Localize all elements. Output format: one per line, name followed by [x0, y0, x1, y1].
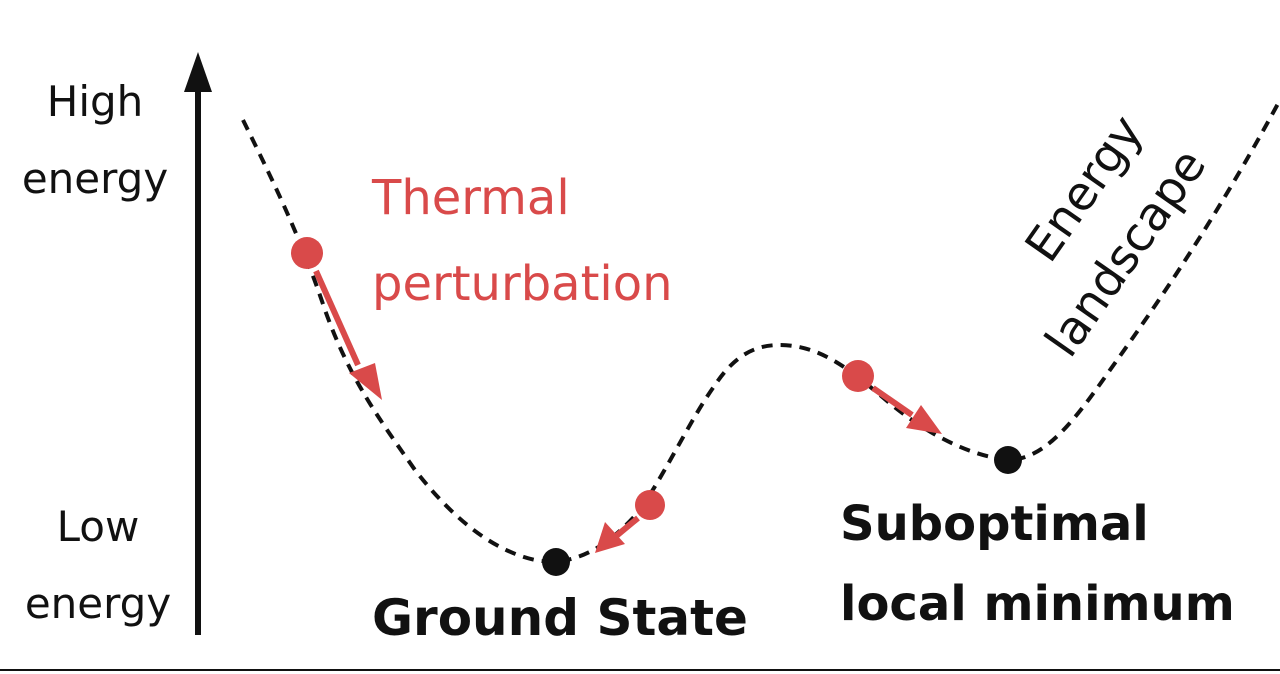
arrow-icon [349, 363, 382, 400]
ground-state-label: Ground State [372, 589, 748, 647]
arrow-icon [595, 522, 625, 553]
local-minimum-point [994, 446, 1022, 474]
up-arrow-icon [184, 52, 212, 92]
local-minimum-label: local minimum [840, 576, 1235, 632]
ground-state-point [542, 548, 570, 576]
high-energy-label: High [47, 77, 144, 126]
perturbation-ball-3 [842, 360, 874, 392]
low-energy-label: Low [57, 502, 140, 551]
perturbation-arrow-3 [871, 385, 914, 418]
perturbation-arrow-1 [313, 269, 361, 367]
perturbation-ball-1 [291, 237, 323, 269]
perturbation-label: perturbation [372, 256, 673, 312]
suboptimal-label: Suboptimal [840, 496, 1149, 552]
high-energy-label-line2: energy [22, 154, 168, 203]
low-energy-label-line2: energy [25, 579, 171, 628]
perturbation-ball-2 [635, 490, 665, 520]
thermal-label: Thermal [371, 170, 570, 226]
energy-landscape-curve [241, 99, 1280, 564]
perturbation-arrow-2 [613, 515, 640, 540]
arrow-icon [906, 405, 942, 434]
